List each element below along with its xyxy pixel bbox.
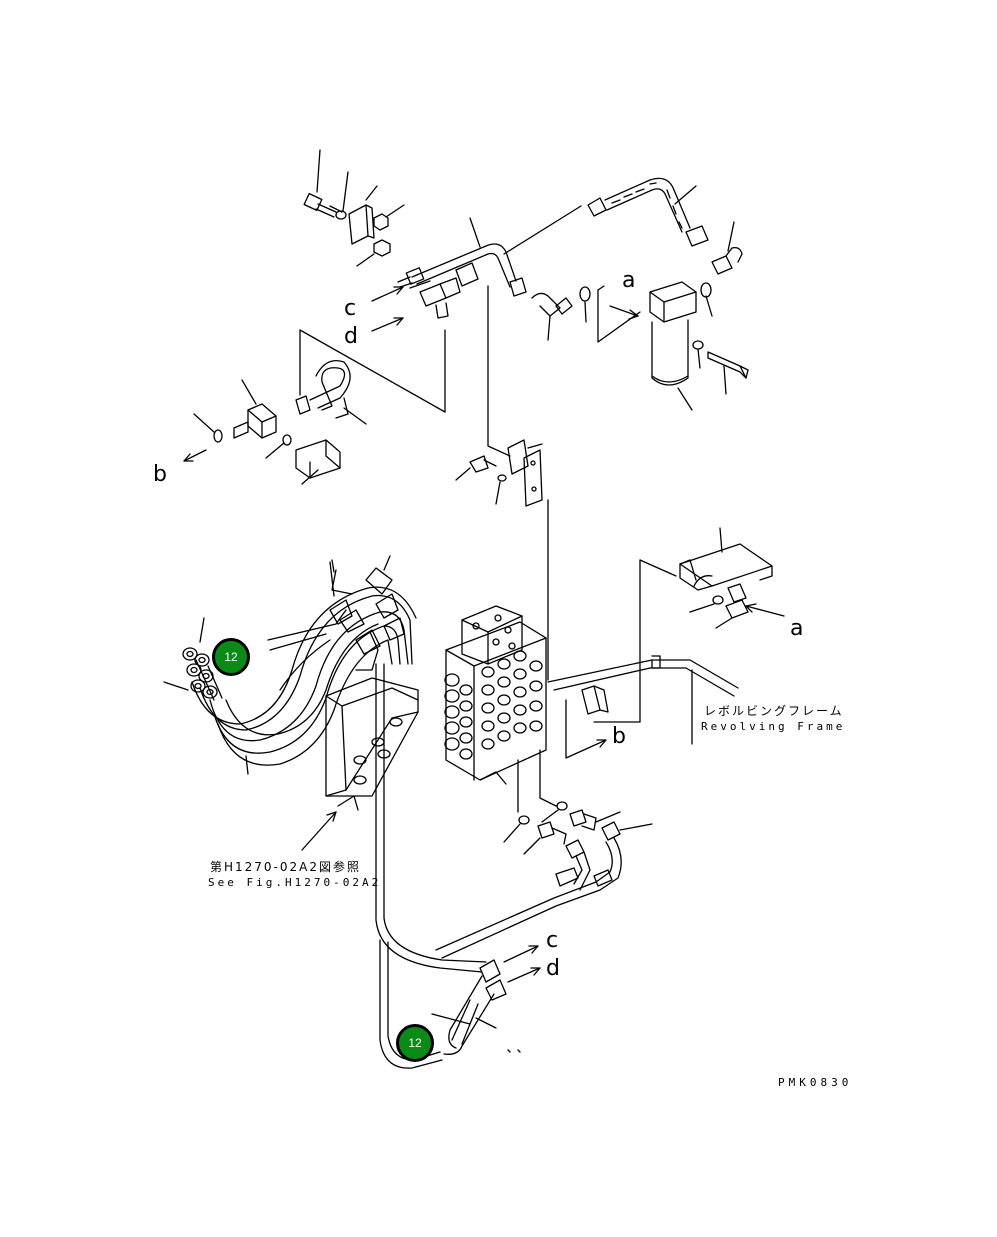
- drawing-code: PMK0830: [778, 1076, 853, 1089]
- filter-bracket-lines: [597, 285, 641, 343]
- tee-fitting: [409, 262, 479, 319]
- part-badge-12-upper[interactable]: 12: [212, 638, 250, 676]
- callout-c-bottom: c: [546, 928, 559, 953]
- callout-a-top: a: [622, 268, 636, 293]
- lower-fittings: [431, 945, 541, 1055]
- revolving-frame-label-en: Revolving Frame: [701, 720, 846, 733]
- lower-right-hose: [435, 837, 622, 959]
- callout-a-right: a: [790, 616, 804, 641]
- callout-d-top: d: [344, 324, 358, 349]
- upper-pipe: [397, 205, 582, 297]
- arrow-d-top: [371, 317, 404, 332]
- callout-b-right: b: [612, 724, 626, 749]
- control-valve: [444, 605, 547, 785]
- leader-upper-to-bracket: [487, 285, 511, 457]
- revolving-frame-label-jp: レボルビングフレーム: [704, 704, 844, 718]
- left-block-frame: [295, 329, 446, 425]
- top-bolt: [303, 149, 343, 218]
- top-bracket: [348, 185, 378, 245]
- see-fig-label-en: See Fig.H1270-02A2: [208, 876, 382, 889]
- leader-right-bracket: [593, 559, 677, 723]
- left-hose-bundle: [163, 555, 417, 775]
- arrow-c-top: [371, 286, 404, 302]
- top-nut-2: [356, 239, 391, 267]
- part-badge-12-lower[interactable]: 12: [396, 1024, 434, 1062]
- hose-guide-bracket: [325, 677, 419, 811]
- lower-right-fittings: [503, 801, 653, 859]
- valve-leaders: [517, 699, 607, 813]
- left-adapter: [233, 379, 277, 439]
- top-nut-1: [373, 204, 405, 231]
- callout-b-left: b: [153, 462, 167, 487]
- filter-elbow: [531, 286, 591, 341]
- hose-end-fittings-left: [182, 647, 223, 701]
- upper-right-hose: [587, 177, 743, 275]
- valve-spools: [444, 650, 543, 760]
- callout-c-top: c: [344, 296, 357, 321]
- see-fig-label-jp: 第H1270-02A2図参照: [210, 860, 362, 874]
- mid-bracket: [455, 439, 543, 507]
- right-bracket: [679, 527, 785, 629]
- callout-d-bottom: d: [546, 956, 560, 981]
- filter: [649, 281, 749, 411]
- left-tee: [265, 434, 341, 485]
- revolving-frame-plate: [547, 655, 739, 745]
- see-fig-arrow: [301, 811, 337, 851]
- left-o-ring: [183, 413, 223, 462]
- top-washer: [335, 171, 349, 220]
